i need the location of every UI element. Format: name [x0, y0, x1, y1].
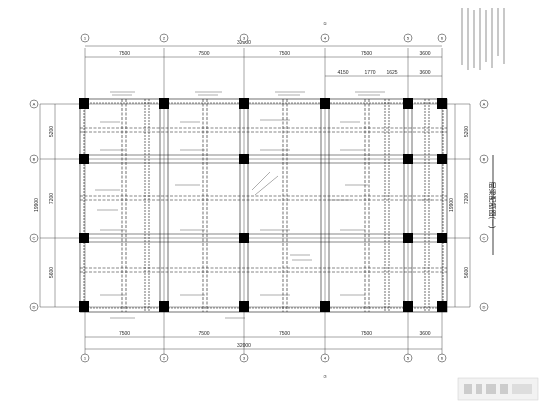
col-axis-top-2-bubble — [239, 33, 249, 43]
mid-axis-bottom: ⑦ — [323, 374, 327, 379]
col-axis-top-0-label: 1 — [84, 36, 87, 41]
left-dimension-lines — [39, 104, 56, 307]
col-axis-top-4-label: 5 — [407, 36, 410, 41]
top-dim-3: 7500 — [361, 51, 372, 57]
row-axis-left-2-bubble — [29, 233, 39, 243]
col-axis-top-0-bubble — [80, 33, 90, 43]
col-axis-bottom-0-bubble — [80, 353, 90, 363]
col-axis-bottom-4-label: 5 — [407, 356, 410, 361]
row-axis-right-1-label: B — [483, 157, 486, 162]
col-axis-top-3-label: 4 — [324, 36, 327, 41]
notes-block — [461, 8, 505, 70]
top-dim-total: 32000 — [237, 40, 251, 46]
col-axis-bottom-0-label: 1 — [84, 356, 87, 361]
col-axis-top-2-label: 3 — [243, 36, 246, 41]
row-axis-left-0-label: A — [33, 102, 36, 107]
bottom-dimension-lines — [85, 336, 442, 350]
col-axis-top-1-bubble — [159, 33, 169, 43]
row-axis-left-3-bubble — [29, 302, 39, 312]
top-dim-2: 7500 — [279, 51, 290, 57]
left-dim-total: 19900 — [34, 198, 40, 212]
top-sub-dim-1: 1770 — [364, 70, 375, 76]
right-dim-1: 7200 — [464, 193, 470, 204]
right-dim-total: 19900 — [449, 198, 455, 212]
reinforcement-annotations — [95, 91, 432, 319]
top-sub-dim-0: 4150 — [337, 70, 348, 76]
row-axis-right-1-bubble — [479, 154, 489, 164]
col-axis-top-5-bubble — [437, 33, 447, 43]
col-axis-top-5-label: 6 — [441, 36, 444, 41]
drawing-title: 层梁配筋图(一) — [488, 182, 497, 229]
row-axis-right-0-label: A — [483, 102, 486, 107]
row-axis-right-2-label: C — [483, 236, 486, 241]
col-axis-bottom-2-label: 3 — [243, 356, 246, 361]
left-dim-2: 5600 — [49, 267, 55, 278]
row-axis-right-0-bubble — [479, 99, 489, 109]
col-axis-bottom-5-label: 6 — [441, 356, 444, 361]
col-axis-bottom-4-bubble — [403, 353, 413, 363]
top-dimension-lines — [85, 45, 442, 77]
row-axis-left-0-bubble — [29, 99, 39, 109]
row-axis-right-2-bubble — [479, 233, 489, 243]
col-axis-top-3-bubble — [320, 33, 330, 43]
top-dim-0: 7500 — [119, 51, 130, 57]
right-dim-2: 5600 — [464, 267, 470, 278]
bottom-dim-2: 7500 — [279, 331, 290, 337]
row-axis-left-1-bubble — [29, 154, 39, 164]
right-dimension-lines — [454, 104, 471, 307]
bottom-dim-0: 7500 — [119, 331, 130, 337]
col-axis-bottom-5-bubble — [437, 353, 447, 363]
row-axis-left-2-label: C — [33, 236, 36, 241]
bottom-dim-3: 7500 — [361, 331, 372, 337]
top-sub-dim-2: 1625 — [386, 70, 397, 76]
bottom-dim-4: 3600 — [419, 331, 430, 337]
bottom-dim-total: 32000 — [237, 343, 251, 349]
row-axis-right-3-label: D — [483, 305, 486, 310]
columns — [79, 98, 447, 312]
watermark-stamp — [457, 377, 539, 401]
top-dim-1: 7500 — [198, 51, 209, 57]
beams — [79, 98, 448, 313]
row-axis-left-3-label: D — [33, 305, 36, 310]
col-axis-bottom-2-bubble — [239, 353, 249, 363]
row-axis-right-3-bubble — [479, 302, 489, 312]
col-axis-top-4-bubble — [403, 33, 413, 43]
mid-axis-top: ① — [323, 21, 327, 26]
col-axis-top-1-label: 2 — [163, 36, 166, 41]
top-dim-4: 3600 — [419, 51, 430, 57]
left-dim-1: 7200 — [49, 193, 55, 204]
col-axis-bottom-3-label: 4 — [324, 356, 327, 361]
bottom-dim-1: 7500 — [198, 331, 209, 337]
right-dim-0: 5200 — [464, 126, 470, 137]
col-axis-bottom-1-bubble — [159, 353, 169, 363]
col-axis-bottom-1-label: 2 — [163, 356, 166, 361]
left-dim-0: 5200 — [49, 126, 55, 137]
top-sub-dim-3: 3600 — [419, 70, 430, 76]
col-axis-bottom-3-bubble — [320, 353, 330, 363]
row-axis-left-1-label: B — [33, 157, 36, 162]
